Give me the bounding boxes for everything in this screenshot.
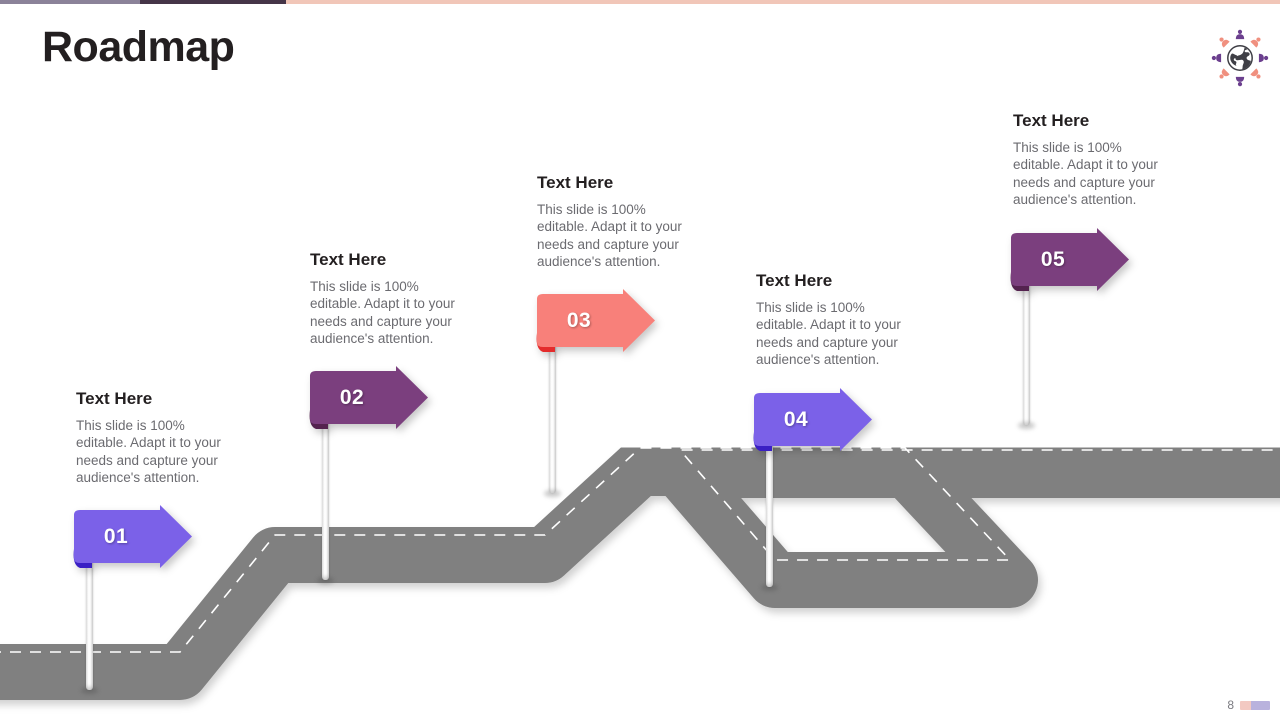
milestone-04-body: This slide is 100% editable. Adapt it to… (756, 299, 901, 368)
people-around-globe-logo (1208, 26, 1272, 90)
milestone-01-flag[interactable]: 01 (68, 505, 192, 568)
milestone-02-pole (322, 405, 329, 580)
milestone-03-body: This slide is 100% editable. Adapt it to… (537, 201, 682, 270)
milestone-02[interactable]: Text Here This slide is 100% editable. A… (310, 250, 468, 348)
milestone-05-pole (1023, 267, 1030, 425)
footer-accent-bar (1240, 700, 1270, 710)
milestone-05-heading: Text Here (1013, 111, 1090, 130)
milestone-03-flag-shape (531, 289, 655, 352)
footer: 8 (1227, 698, 1270, 712)
milestone-05[interactable]: Text Here This slide is 100% editable. A… (1013, 111, 1171, 209)
milestone-05-body: This slide is 100% editable. Adapt it to… (1013, 139, 1158, 208)
milestone-04[interactable]: Text Here This slide is 100% editable. A… (756, 271, 914, 369)
milestone-04-heading: Text Here (756, 271, 833, 290)
accent-segment-1 (0, 0, 140, 4)
milestone-04-pole (766, 427, 773, 587)
page-number: 8 (1227, 698, 1234, 712)
milestone-01-heading: Text Here (76, 389, 153, 408)
milestone-01-body: This slide is 100% editable. Adapt it to… (76, 417, 221, 486)
milestone-04-flag[interactable]: 04 (748, 388, 872, 451)
milestone-04-flag-shape (748, 388, 872, 451)
accent-segment-3 (286, 0, 1280, 4)
milestone-01-flag-shape (68, 505, 192, 568)
footer-bar-salmon (1240, 700, 1251, 710)
milestone-02-heading: Text Here (310, 250, 387, 269)
milestone-03-pole (549, 328, 556, 493)
page-title: Roadmap (42, 23, 235, 71)
milestone-01[interactable]: Text Here This slide is 100% editable. A… (76, 389, 234, 487)
footer-bar-purple (1251, 700, 1270, 710)
accent-segment-2 (140, 0, 286, 4)
milestone-03-flag[interactable]: 03 (531, 289, 655, 352)
milestone-02-flag-shape (304, 366, 428, 429)
milestone-05-flag[interactable]: 05 (1005, 228, 1129, 291)
milestone-02-flag[interactable]: 02 (304, 366, 428, 429)
milestone-05-flag-shape (1005, 228, 1129, 291)
milestone-03[interactable]: Text Here This slide is 100% editable. A… (537, 173, 695, 271)
milestone-02-body: This slide is 100% editable. Adapt it to… (310, 278, 455, 347)
milestone-01-pole (86, 545, 93, 690)
top-accent-bar (0, 0, 1280, 4)
milestone-03-heading: Text Here (537, 173, 614, 192)
